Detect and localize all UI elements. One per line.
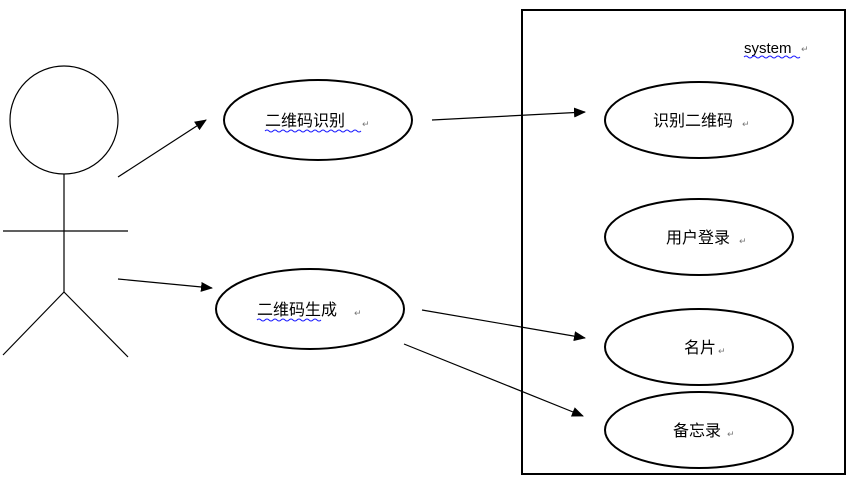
paragraph-mark: ↵ <box>718 347 726 357</box>
system-label: system <box>744 40 792 57</box>
actor-right-leg <box>63 291 129 358</box>
paragraph-mark: ↵ <box>727 430 735 440</box>
actor-left-leg <box>2 291 65 356</box>
use-case-memo: 备忘录 ↵ <box>604 391 794 469</box>
use-case-qr-recognize: 二维码识别 ↵ <box>223 79 413 161</box>
use-case-label: 二维码生成 <box>257 300 337 319</box>
spellcheck-underline <box>256 318 322 322</box>
arrow-recognize-to-system <box>431 107 586 121</box>
use-case-label: 用户登录 <box>666 228 730 247</box>
paragraph-mark: ↵ <box>354 309 362 319</box>
paragraph-mark: ↵ <box>742 120 750 130</box>
use-case-user-login: 用户登录 ↵ <box>604 198 794 276</box>
paragraph-mark: ↵ <box>801 45 809 55</box>
arrow-actor-to-recognize <box>117 119 207 178</box>
use-case-qr-generate: 二维码生成 ↵ <box>215 268 405 350</box>
arrow-actor-to-generate <box>117 278 213 292</box>
use-case-label: 备忘录 <box>673 421 721 440</box>
use-case-label: 二维码识别 <box>265 111 345 130</box>
paragraph-mark: ↵ <box>739 237 747 247</box>
actor-head <box>9 65 119 175</box>
use-case-business-card: 名片 ↵ <box>604 308 794 386</box>
paragraph-mark: ↵ <box>362 120 370 130</box>
use-case-label: 名片 <box>684 338 716 357</box>
actor-stick-figure <box>2 65 129 358</box>
use-case-recognize-qr: 识别二维码 ↵ <box>604 81 794 159</box>
arrow-generate-to-card <box>421 309 586 342</box>
use-case-label: 识别二维码 <box>653 111 733 130</box>
spellcheck-underline <box>264 129 362 133</box>
spellcheck-underline <box>743 55 801 59</box>
arrow-generate-to-memo <box>403 343 584 417</box>
system-boundary <box>521 9 846 475</box>
